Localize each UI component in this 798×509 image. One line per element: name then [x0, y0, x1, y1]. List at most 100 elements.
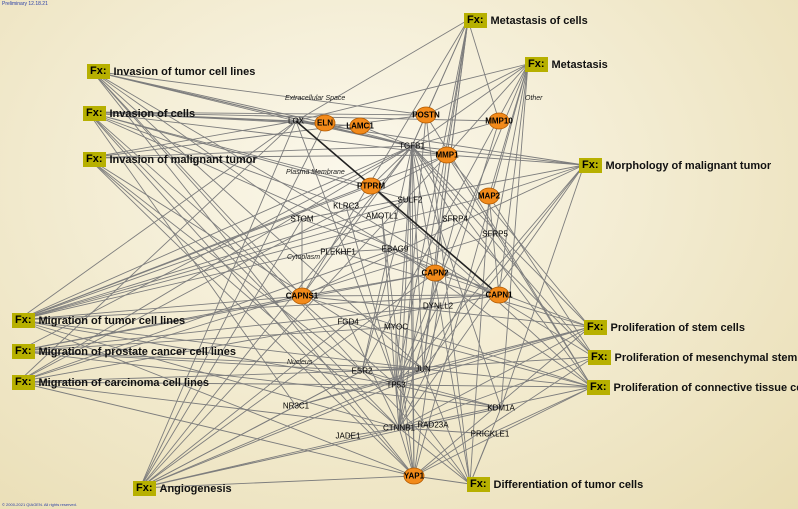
edge — [91, 70, 303, 297]
edge — [411, 145, 593, 388]
edge — [488, 195, 595, 358]
gene-node-shape — [488, 286, 510, 304]
function-invasion-of-tumor-cell-lines[interactable]: Fx:Invasion of tumor cell lines — [87, 64, 255, 79]
edge — [139, 145, 413, 489]
gene-klrc3[interactable]: KLRC3 — [333, 201, 359, 211]
gene-mmp1[interactable]: MMP1 — [435, 150, 459, 160]
function-metastasis[interactable]: Fx:Metastasis — [525, 57, 608, 72]
function-proliferation-of-stem-cells[interactable]: Fx:Proliferation of stem cells — [584, 320, 745, 335]
fx-badge: Fx: — [12, 313, 35, 328]
gene-ptprm[interactable]: PTPRM — [357, 181, 385, 191]
edge — [87, 111, 500, 296]
edge — [398, 427, 471, 485]
edge — [139, 272, 436, 489]
edge — [467, 19, 500, 122]
edge — [361, 370, 471, 485]
function-morphology-of-malignant-tumor[interactable]: Fx:Morphology of malignant tumor — [579, 158, 771, 173]
edge — [398, 386, 593, 429]
gene-prickle1[interactable]: PRICKLE1 — [470, 429, 510, 439]
edge — [425, 63, 529, 116]
gene-jade1[interactable]: JADE1 — [335, 431, 361, 441]
gene-ctnnb1[interactable]: CTNNB1 — [382, 423, 416, 433]
gene-dynll2[interactable]: DYNLL2 — [422, 301, 454, 311]
gene-stom[interactable]: STOM — [290, 214, 314, 224]
gene-capn1[interactable]: CAPN1 — [485, 290, 513, 300]
edge — [17, 215, 383, 321]
edge — [295, 120, 500, 296]
edge — [337, 248, 396, 253]
fx-badge: Fx: — [87, 64, 110, 79]
gene-yap1[interactable]: YAP1 — [403, 471, 425, 481]
gene-ebag9[interactable]: EBAG9 — [381, 244, 409, 254]
function-invasion-of-cells[interactable]: Fx:Invasion of cells — [83, 106, 195, 121]
edge — [398, 233, 496, 429]
function-label: Invasion of cells — [109, 107, 196, 120]
function-proliferation-of-mesenchymal-stem-cells[interactable]: Fx:Proliferation of mesenchymal stem cel… — [588, 350, 798, 365]
function-metastasis-of-cells[interactable]: Fx:Metastasis of cells — [464, 13, 588, 28]
edge — [345, 205, 397, 386]
edge — [17, 305, 439, 352]
edge — [87, 157, 400, 429]
edge — [500, 164, 585, 409]
edge — [17, 233, 496, 383]
gene-postn[interactable]: POSTN — [412, 110, 440, 120]
edge — [454, 218, 595, 358]
edge — [409, 199, 415, 477]
edge — [361, 370, 502, 409]
fx-badge: Fx: — [587, 380, 610, 395]
location-cytoplasm: Cytoplasm — [287, 254, 321, 261]
gene-fgd4[interactable]: FGD4 — [337, 317, 359, 327]
gene-jun[interactable]: JUN — [415, 364, 431, 374]
gene-plekhf1[interactable]: PLEKHF1 — [320, 247, 356, 257]
gene-eln[interactable]: ELN — [317, 118, 333, 128]
edge — [87, 111, 448, 156]
function-label: Differentiation of tumor cells — [493, 478, 644, 491]
gene-capn2[interactable]: CAPN2 — [421, 268, 449, 278]
location-extracellular-space: Extracellular Space — [285, 95, 346, 102]
edge — [91, 70, 415, 477]
function-label: Migration of tumor cell lines — [38, 314, 186, 327]
gene-sulf2[interactable]: SULF2 — [397, 195, 423, 205]
gene-tgfb1[interactable]: TGFB1 — [399, 141, 425, 151]
gene-mmp10[interactable]: MMP10 — [485, 116, 513, 126]
edge — [87, 111, 411, 201]
gene-tp53[interactable]: TP53 — [386, 380, 406, 390]
function-differentiation-of-tumor-cells[interactable]: Fx:Differentiation of tumor cells — [467, 477, 643, 492]
gene-sfrp4[interactable]: SFRP4 — [442, 214, 468, 224]
edge — [395, 368, 424, 386]
function-migration-of-tumor-cell-lines[interactable]: Fx:Migration of tumor cell lines — [12, 313, 185, 328]
function-label: Migration of carcinoma cell lines — [38, 376, 210, 389]
gene-rad23a[interactable]: RAD23A — [417, 420, 449, 430]
gene-sfrp5[interactable]: SFRP5 — [482, 229, 508, 239]
edge — [398, 218, 456, 429]
fx-badge: Fx: — [12, 344, 35, 359]
function-proliferation-of-connective-tissue-cells[interactable]: Fx:Proliferation of connective tissue ce… — [587, 380, 798, 395]
edge — [17, 381, 397, 386]
gene-map2[interactable]: MAP2 — [477, 191, 501, 201]
gene-lamc1[interactable]: LAMC1 — [346, 121, 374, 131]
gene-kdm1a[interactable]: KDM1A — [487, 403, 515, 413]
gene-amotl1[interactable]: AMOTL1 — [365, 211, 399, 221]
edge — [422, 368, 593, 388]
function-migration-of-prostate-cancer-cell-lines[interactable]: Fx:Migration of prostate cancer cell lin… — [12, 344, 236, 359]
function-migration-of-carcinoma-cell-lines[interactable]: Fx:Migration of carcinoma cell lines — [12, 375, 209, 390]
gene-nr3c1[interactable]: NR3C1 — [282, 401, 310, 411]
gene-capns1[interactable]: CAPNS1 — [285, 291, 319, 301]
function-invasion-of-malignant-tumor[interactable]: Fx:Invasion of malignant tumor — [83, 152, 257, 167]
edge — [17, 272, 436, 352]
gene-myoc[interactable]: MYOC — [384, 322, 408, 332]
edge — [395, 305, 439, 386]
function-label: Invasion of malignant tumor — [109, 153, 257, 166]
edge — [395, 164, 585, 386]
function-label: Metastasis of cells — [490, 14, 588, 27]
edge — [17, 319, 415, 477]
edge — [301, 295, 593, 388]
edge — [398, 424, 434, 429]
gene-lox[interactable]: LOX — [287, 116, 305, 126]
gene-esr2[interactable]: ESR2 — [351, 366, 373, 376]
edge — [434, 272, 500, 296]
function-angiogenesis[interactable]: Fx:Angiogenesis — [133, 481, 232, 496]
edge — [295, 370, 363, 407]
edge — [446, 63, 529, 156]
